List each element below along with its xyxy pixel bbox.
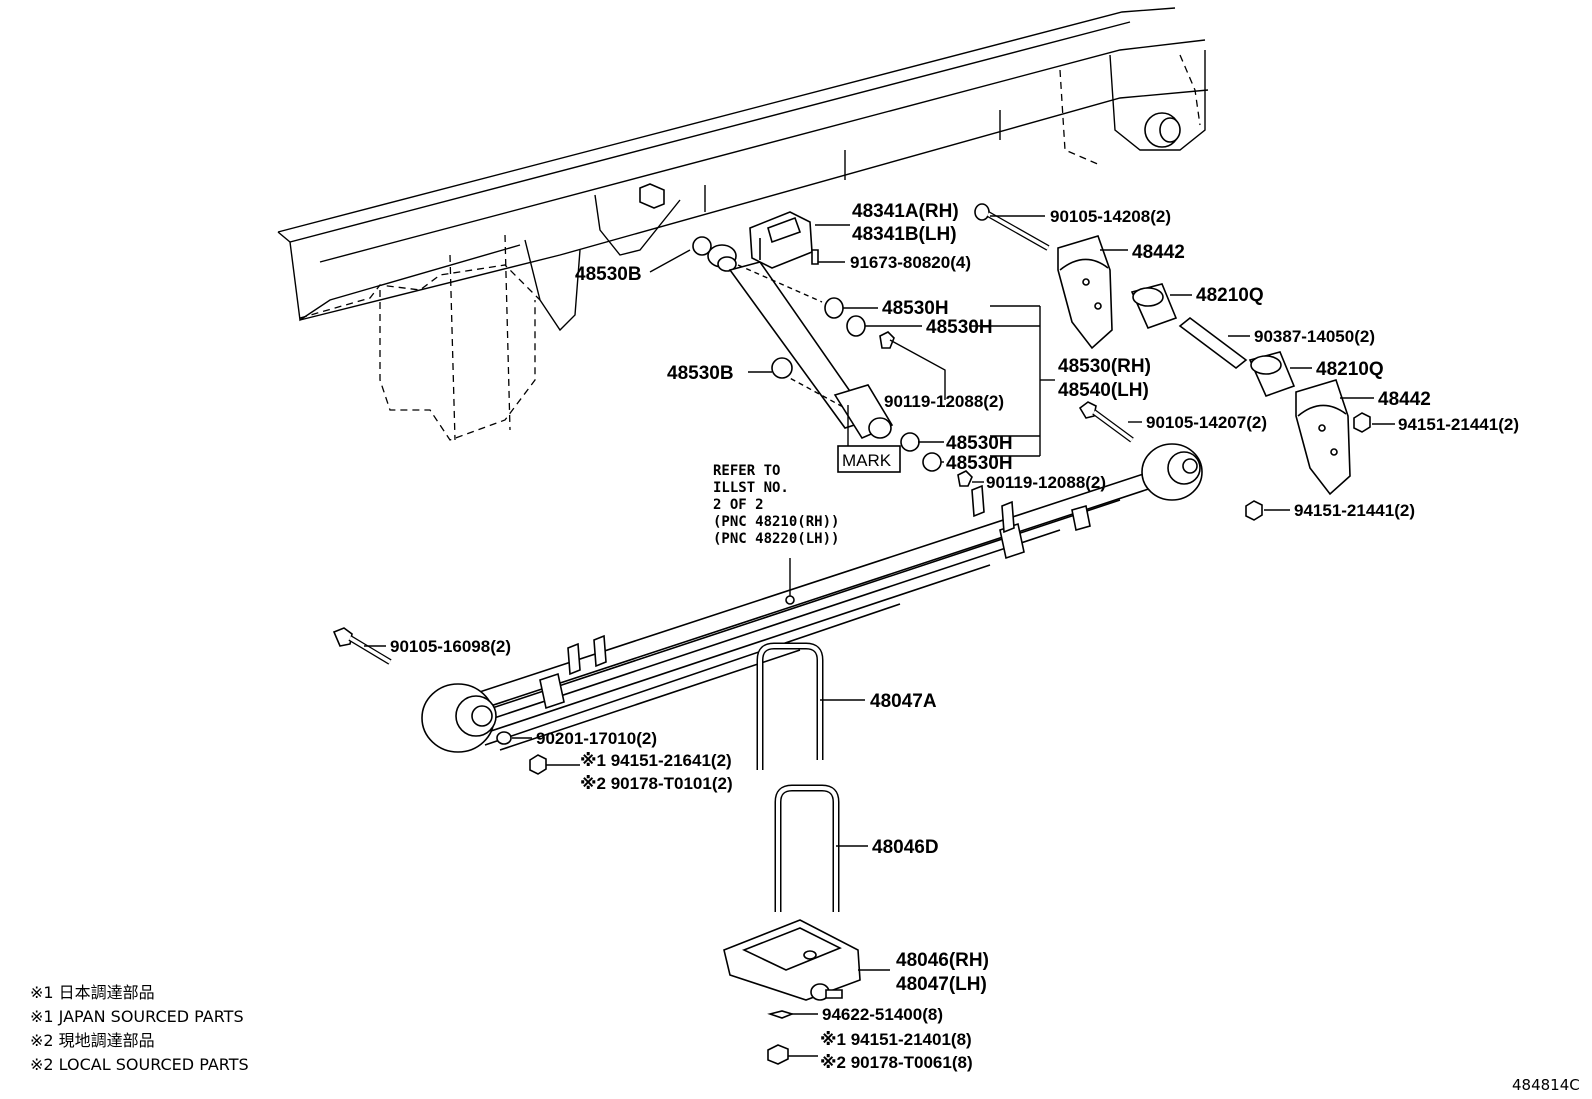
frame-rail bbox=[277, 7, 1209, 441]
refer-note-line-3: 2 OF 2 bbox=[713, 497, 764, 513]
callout-94151-21441-a: 94151-21441(2) bbox=[1398, 415, 1519, 434]
callout-94151-21641: ※1 94151-21641(2) bbox=[580, 751, 732, 770]
refer-note-line-2: ILLST NO. bbox=[713, 480, 789, 496]
callout-48530b-top: 48530B bbox=[575, 264, 642, 285]
callout-90105-14208: 90105-14208(2) bbox=[1050, 207, 1171, 226]
legend-line-4: ※2 LOCAL SOURCED PARTS bbox=[30, 1055, 249, 1074]
bolt-90105-14208 bbox=[974, 203, 1050, 251]
callout-48530b-mid: 48530B bbox=[667, 363, 734, 384]
nut-94151-21641 bbox=[529, 754, 547, 775]
callout-90178-t0061: ※2 90178-T0061(8) bbox=[820, 1053, 973, 1072]
refer-note-line-4: (PNC 48210(RH)) bbox=[713, 514, 839, 530]
bushing-48210Q-bottom bbox=[1248, 351, 1296, 398]
shackle-plate-48442-bottom bbox=[1295, 379, 1351, 496]
shackle-plate-48442-top bbox=[1057, 235, 1113, 350]
callout-48046-rh: 48046(RH) bbox=[896, 950, 989, 971]
legend-line-3: ※2 現地調達部品 bbox=[30, 1031, 155, 1050]
callout-48047-lh: 48047(LH) bbox=[896, 974, 987, 995]
u-bolt-48047A bbox=[756, 642, 824, 770]
bushing-48530H-4 bbox=[922, 452, 942, 472]
callout-48540-lh: 48540(LH) bbox=[1058, 380, 1149, 401]
callout-90119-12088-a: 90119-12088(2) bbox=[884, 392, 1004, 411]
callout-48341a: 48341A(RH) bbox=[852, 201, 959, 222]
callout-90387-14050: 90387-14050(2) bbox=[1254, 327, 1375, 346]
washer-90201-17010 bbox=[496, 731, 512, 745]
bushing-48530H-3 bbox=[900, 432, 920, 452]
callout-90178-t0101: ※2 90178-T0101(2) bbox=[580, 774, 733, 793]
spring-seat-48046 bbox=[723, 919, 861, 1001]
callout-90119-12088-b: 90119-12088(2) bbox=[986, 473, 1106, 492]
refer-note-line-5: (PNC 48220(LH)) bbox=[713, 531, 839, 547]
bolt-90105-16098 bbox=[332, 627, 392, 665]
callout-90105-14207: 90105-14207(2) bbox=[1146, 413, 1267, 432]
leaf-spring bbox=[421, 443, 1203, 753]
diagram-code: 484814C bbox=[1512, 1076, 1580, 1094]
callout-48530h-2: 48530H bbox=[926, 317, 993, 338]
callout-48530h-1: 48530H bbox=[882, 298, 949, 319]
callout-91673-80820: 91673-80820(4) bbox=[850, 253, 971, 272]
nut-94151-21401 bbox=[767, 1044, 789, 1065]
legend-line-2: ※1 JAPAN SOURCED PARTS bbox=[30, 1007, 244, 1026]
washer-48530B-top bbox=[692, 236, 712, 256]
nut-94151-21441-a bbox=[1353, 412, 1371, 433]
shock-absorber bbox=[707, 244, 894, 440]
callout-48442-top: 48442 bbox=[1132, 242, 1185, 263]
nut-90119-b bbox=[957, 470, 973, 487]
callout-48210q-bottom: 48210Q bbox=[1316, 359, 1384, 380]
callout-94151-21441-b: 94151-21441(2) bbox=[1294, 501, 1415, 520]
callout-48046d: 48046D bbox=[872, 837, 939, 858]
legend: ※1 日本調達部品 ※1 JAPAN SOURCED PARTS ※2 現地調達… bbox=[30, 983, 249, 1074]
callout-48442-bottom: 48442 bbox=[1378, 389, 1431, 410]
u-bolt-48046D bbox=[774, 784, 840, 912]
callout-90105-16098: 90105-16098(2) bbox=[390, 637, 511, 656]
callout-48530h-3: 48530H bbox=[946, 433, 1013, 454]
callout-94622-51400: 94622-51400(8) bbox=[822, 1005, 943, 1024]
callout-48530h-4: 48530H bbox=[946, 453, 1013, 474]
pin-90387-14050 bbox=[1178, 316, 1248, 370]
bracket-48341 bbox=[749, 211, 819, 269]
mark-label: MARK bbox=[842, 451, 892, 470]
bushing-48210Q-top bbox=[1130, 283, 1178, 330]
nut-94151-21441-b bbox=[1245, 500, 1263, 521]
mark-box: MARK bbox=[837, 405, 901, 473]
nut-90119-a bbox=[879, 331, 895, 349]
refer-note-line-1: REFER TO bbox=[713, 463, 780, 479]
legend-line-1: ※1 日本調達部品 bbox=[30, 983, 155, 1002]
leader-lines bbox=[364, 215, 1395, 1057]
refer-note: REFER TO ILLST NO. 2 OF 2 (PNC 48210(RH)… bbox=[713, 463, 839, 547]
callout-48210q-top: 48210Q bbox=[1196, 285, 1264, 306]
bushing-48530H-2 bbox=[846, 315, 866, 337]
bushing-48530H-1 bbox=[824, 297, 844, 319]
washer-94622-51400 bbox=[767, 1010, 795, 1019]
washer-48530B-mid bbox=[771, 357, 793, 379]
bolt-90105-14207 bbox=[1078, 401, 1134, 443]
callout-94151-21401: ※1 94151-21401(8) bbox=[820, 1030, 972, 1049]
callout-48341b: 48341B(LH) bbox=[852, 224, 957, 245]
callout-90201-17010: 90201-17010(2) bbox=[536, 729, 657, 748]
callout-labels: 48341A(RH) 48341B(LH) 90105-14208(2) 484… bbox=[390, 201, 1519, 1072]
callout-48047a: 48047A bbox=[870, 691, 937, 712]
callout-48530-rh: 48530(RH) bbox=[1058, 356, 1151, 377]
